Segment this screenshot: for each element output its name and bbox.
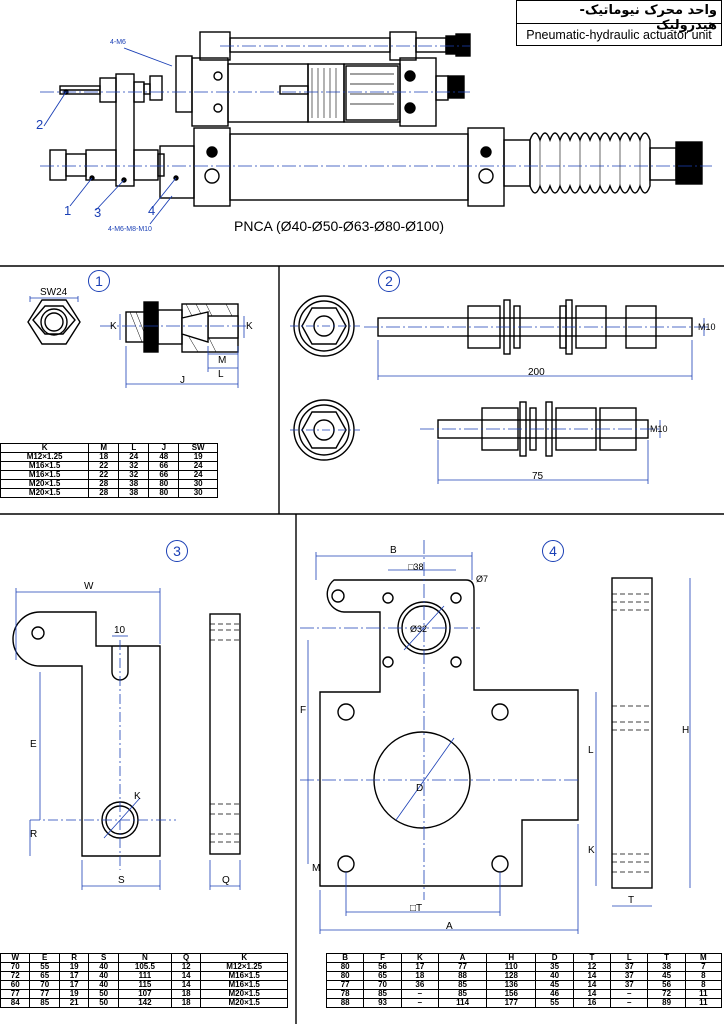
cell: – (400, 998, 440, 1008)
d4-h-label: H (682, 725, 690, 736)
d3-w-label: W (84, 581, 94, 592)
d2-dim-75: 75 (532, 471, 544, 482)
cell: 30 (178, 488, 218, 498)
d1-j-label: J (180, 375, 185, 386)
callout-4: 4 (148, 203, 156, 218)
cell: 18 (170, 998, 202, 1008)
d4-phi32-label: Ø32 (410, 624, 428, 634)
d4-a-label: A (446, 921, 453, 932)
table-header-row: B F K A H D T L T M (325, 953, 723, 963)
d1-k-label: K (110, 321, 117, 332)
cell: M20×1.5 (0, 488, 90, 498)
detail-number-3: 3 (166, 540, 188, 562)
cell: 93 (363, 998, 402, 1008)
d4-k-label: K (588, 845, 595, 856)
cell: 28 (88, 488, 120, 498)
d4-m-label: M (312, 863, 321, 874)
cell: 50 (88, 998, 119, 1008)
callout-1: 1 (64, 203, 72, 218)
d4-t-label: □T (410, 903, 423, 914)
title-persian: واحد محرک نیوماتیک-هیدرولیک (579, 3, 717, 33)
actuator-assembly (49, 31, 703, 207)
detail-1-drawing (27, 299, 239, 353)
callout-2: 2 (36, 117, 44, 132)
d3-dim-10: 10 (114, 625, 126, 636)
bellows (529, 132, 651, 194)
callout-3: 3 (94, 205, 102, 220)
d2-dim-200: 200 (528, 367, 545, 378)
detail-number-2: 2 (378, 270, 400, 292)
d2-m10-a: M10 (698, 322, 716, 332)
detail-2-drawing (293, 295, 693, 461)
title-english: Pneumatic-hydraulic actuator unit (517, 23, 721, 46)
d4-phi7-label: Ø7 (476, 574, 489, 584)
d4-t2-label: T (628, 895, 635, 906)
d3-e-label: E (30, 739, 37, 750)
cell: 21 (58, 998, 90, 1008)
d1-sw-label: SW24 (40, 287, 68, 298)
d3-k-label: K (134, 791, 141, 802)
cell: – (610, 998, 649, 1008)
table-header-row: W E R S N Q K (0, 953, 288, 963)
detail-4-drawing (319, 577, 653, 889)
cell: M20×1.5 (200, 998, 288, 1008)
cell: 89 (647, 998, 686, 1008)
cell: 85 (29, 998, 60, 1008)
cell: 16 (572, 998, 612, 1008)
d4-sq38-label: □38 (408, 562, 424, 572)
cell: 88 (325, 998, 365, 1008)
d3-s-label: S (118, 875, 125, 886)
detail-number-4: 4 (542, 540, 564, 562)
cell: 114 (438, 998, 488, 1008)
detail-number-1: 1 (88, 270, 110, 292)
d3-r-label: R (30, 829, 38, 840)
cell: 80 (148, 488, 180, 498)
d2-m10-b: M10 (650, 424, 668, 434)
cell: 84 (0, 998, 31, 1008)
assembly-caption: PNCA (Ø40-Ø50-Ø63-Ø80-Ø100) (234, 218, 445, 234)
detail-3-drawing (12, 611, 241, 857)
d1-m-label: M (218, 355, 227, 366)
bolt-label-bottom: 4-M6-M8-M10 (108, 226, 152, 233)
cell: 177 (486, 998, 537, 1008)
bolt-label-top: 4-M6 (110, 39, 126, 46)
d4-f-label: F (300, 705, 307, 716)
cell: 11 (684, 998, 723, 1008)
d1-k2-label: K (246, 321, 253, 332)
title-block: واحد محرک نیوماتیک-هیدرولیک Pneumatic-hy… (516, 0, 722, 46)
cell: 38 (118, 488, 150, 498)
cell: 55 (535, 998, 574, 1008)
d3-q-label: Q (222, 875, 230, 886)
cell: 142 (117, 998, 172, 1008)
d4-b-label: B (390, 545, 397, 556)
d1-l-label: L (218, 369, 224, 380)
d4-l-label: L (588, 745, 594, 756)
d4-d-label: D (416, 783, 424, 794)
